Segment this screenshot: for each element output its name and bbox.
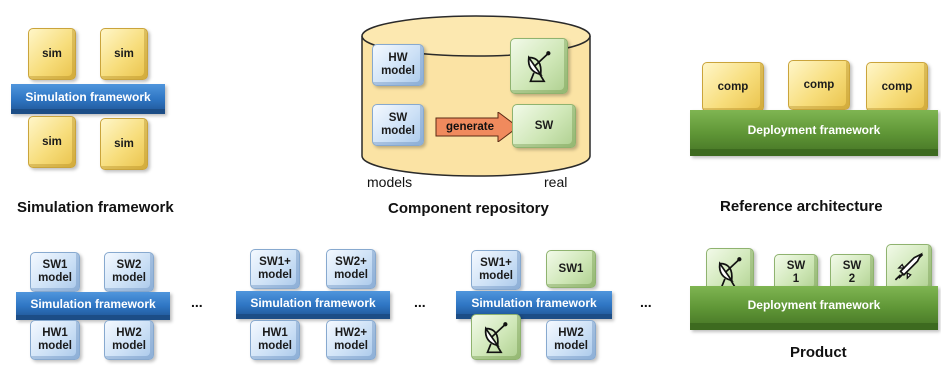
sw2-plus-model-box: SW2+ model [326,249,376,289]
satellite-dish-icon [484,322,508,354]
ellipsis: ... [191,294,203,310]
hw-model-box: HW model [372,44,424,86]
satellite-real-box [510,38,568,94]
simulation-framework-bar: Simulation framework [11,84,165,114]
caption-product: Product [790,344,847,361]
sw1-model-box: SW1 model [30,252,80,292]
generate-label: generate [446,121,494,133]
simulation-framework-bar: Simulation framework [236,291,390,319]
sim-component: sim [100,118,148,170]
sim-component: sim [100,28,148,80]
caption-reference-architecture: Reference architecture [720,198,883,215]
hw2-model-box: HW2 model [104,320,154,360]
ellipsis: ... [414,294,426,310]
satellite-real-box [471,314,521,360]
rocket-icon [894,252,924,281]
real-label: real [544,174,568,190]
simulation-framework-bar: Simulation framework [456,291,612,319]
deployment-framework-bar: Deployment framework [690,286,938,330]
sw2-model-box: SW2 model [104,252,154,292]
sim-component: sim [28,116,76,168]
generate-arrow [435,112,519,142]
deployment-framework-bar: Deployment framework [690,110,938,156]
hw2-plus-model-box: HW2+ model [326,320,376,360]
sw1-real-box: SW1 [546,250,596,288]
simulation-framework-bar: Simulation framework [16,292,170,320]
hw1-model-box: HW1 model [250,320,300,360]
sw1-plus-model-box: SW1+ model [250,249,300,289]
caption-component-repository: Component repository [388,200,549,217]
hw1-model-box: HW1 model [30,320,80,360]
sw1-plus-model-box: SW1+ model [471,250,521,290]
satellite-dish-icon [718,257,742,289]
satellite-dish-icon [527,51,551,83]
caption-simulation-framework: Simulation framework [17,199,174,216]
comp-component: comp [866,62,928,112]
ellipsis: ... [640,294,652,310]
sw-model-box: SW model [372,104,424,146]
sw1-product-box: SW 1 [774,254,818,292]
rocket-product-box [886,244,932,292]
sim-component: sim [28,28,76,80]
repository-cylinder [361,15,591,177]
models-label: models [367,174,413,190]
comp-component: comp [702,62,764,112]
comp-component: comp [788,60,850,110]
hw2-model-box: HW2 model [546,320,596,360]
sw-real-box: SW [512,104,576,148]
